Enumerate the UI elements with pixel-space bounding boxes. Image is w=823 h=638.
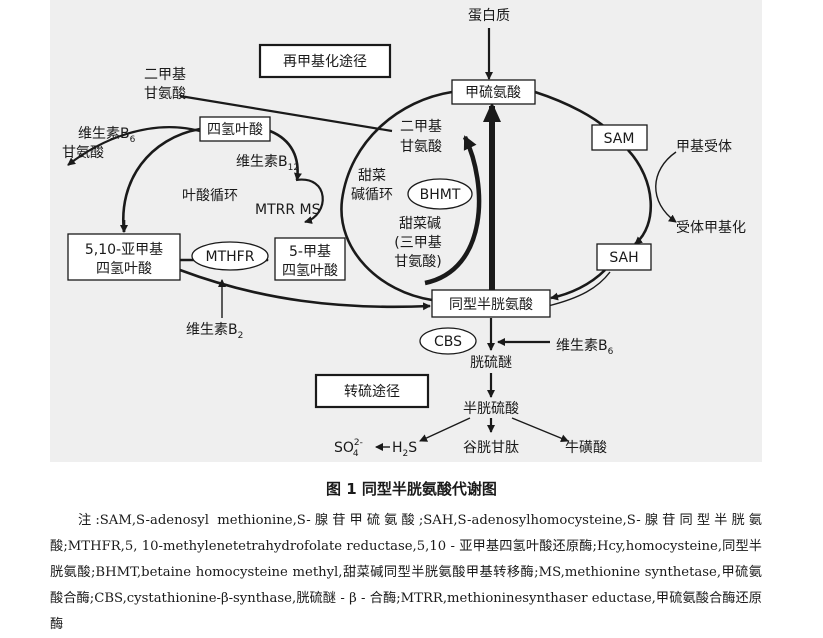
protein-label: 蛋白质	[468, 8, 510, 24]
methionine-cycle-arc-bottom-right	[550, 269, 606, 301]
vitamin-b6-cbs-label: 维生素B6	[556, 338, 614, 357]
thf-box	[199, 116, 271, 142]
vitamin-b6-left-label: 维生素B6	[78, 126, 136, 145]
dmg-inner-line1: 二甲基	[400, 118, 442, 135]
sah-box	[596, 243, 652, 271]
betaine-line2: (三甲基	[394, 234, 441, 251]
vitamin-b12-label: 维生素B12	[236, 154, 299, 173]
cysteine-to-taurine-arrow	[511, 417, 569, 443]
folate-cycle-label: 叶酸循环	[182, 188, 238, 204]
dmg-inner-line2: 甘氨酸	[400, 139, 442, 155]
methyl-acceptor-arrow	[655, 151, 677, 223]
figure-caption: 图 1 同型半胱氨酸代谢图	[326, 480, 497, 498]
methyl-acceptor-label: 甲基受体	[676, 138, 732, 155]
mtrr-ms-label: MTRR MS	[255, 202, 321, 218]
methionine-cycle-arc-right	[627, 149, 653, 246]
remethylation-pathway-label: 再甲基化途径	[283, 53, 367, 70]
bhmt-label: BHMT	[420, 187, 461, 203]
methionine-label: 甲硫氨酸	[465, 85, 521, 101]
transsulfuration-pathway-box	[314, 373, 430, 409]
glutathione-label: 谷胱甘肽	[463, 440, 519, 456]
acceptor-methylation-label: 受体甲基化	[676, 219, 746, 236]
glycine-label: 甘氨酸	[62, 145, 104, 161]
diagram-panel: 蛋白质 再甲基化途径 甲硫氨酸 SAM 甲基受体 受体甲基化 SAH 同型半胱氨…	[50, 0, 762, 462]
figure-note: 注:SAM,S-adenosyl methionine,S-腺苷甲硫氨酸;SAH…	[50, 513, 762, 632]
dmg-left-line1: 二甲基	[144, 66, 186, 83]
cysteine-label: 半胱硫酸	[463, 401, 519, 417]
methyl-thf-line1: 5-甲基	[289, 243, 331, 260]
ms-cycle-arrow	[295, 178, 324, 224]
sulfate-label: SO2-4	[334, 438, 363, 459]
dmg-connector-line	[179, 94, 393, 133]
cysteine-to-h2s-arrow	[419, 417, 471, 442]
betaine-cycle-line2: 碱循环	[351, 187, 393, 203]
methyl-thf-line2: 四氢叶酸	[282, 263, 338, 279]
methylene-thf-line2: 四氢叶酸	[96, 261, 152, 277]
sah-label: SAH	[609, 250, 638, 266]
homocysteine-box	[431, 289, 551, 318]
cbs-label: CBS	[434, 334, 462, 350]
methyl-thf-to-homocysteine-arc	[179, 268, 431, 311]
dmg-left-line2: 甘氨酸	[144, 86, 186, 102]
bhmt-ellipse	[407, 178, 473, 210]
taurine-label: 牛磺酸	[565, 440, 607, 456]
folate-cycle-arc-top	[121, 127, 201, 233]
homocysteine-label: 同型半胱氨酸	[449, 297, 533, 313]
remethylation-pathway-box	[258, 43, 392, 79]
bhmt-arrow	[424, 135, 482, 286]
metabolism-diagram: 蛋白质 再甲基化途径 甲硫氨酸 SAM 甲基受体 受体甲基化 SAH 同型半胱氨…	[62, 8, 746, 459]
methylene-thf-box	[67, 233, 181, 281]
h2s-label: H2S	[392, 440, 417, 459]
betaine-line3: 甘氨酸)	[394, 254, 441, 270]
sam-label: SAM	[604, 131, 635, 147]
folate-cycle-arc-top-right	[269, 129, 302, 181]
methionine-box	[451, 79, 536, 105]
methyl-thf-box	[274, 237, 346, 281]
betaine-cycle-line1: 甜菜	[358, 168, 386, 184]
thf-label: 四氢叶酸	[207, 122, 263, 138]
vitamin-b2-label: 维生素B2	[186, 322, 243, 341]
methylene-thf-line1: 5,10-亚甲基	[85, 241, 163, 258]
transsulfuration-pathway-label: 转硫途径	[344, 383, 400, 400]
methionine-cycle-arc-bottom-right-inner	[547, 271, 611, 307]
methionine-cycle-arc-top-left	[340, 90, 453, 302]
mthfr-label: MTHFR	[206, 249, 255, 265]
cystathionine-label: 胱硫醚	[470, 355, 512, 371]
folate-cycle-arc-glycine	[67, 126, 201, 166]
mthfr-ellipse	[191, 241, 269, 271]
betaine-line1: 甜菜碱	[399, 216, 441, 232]
sam-box	[591, 124, 648, 151]
cbs-ellipse	[419, 327, 477, 355]
